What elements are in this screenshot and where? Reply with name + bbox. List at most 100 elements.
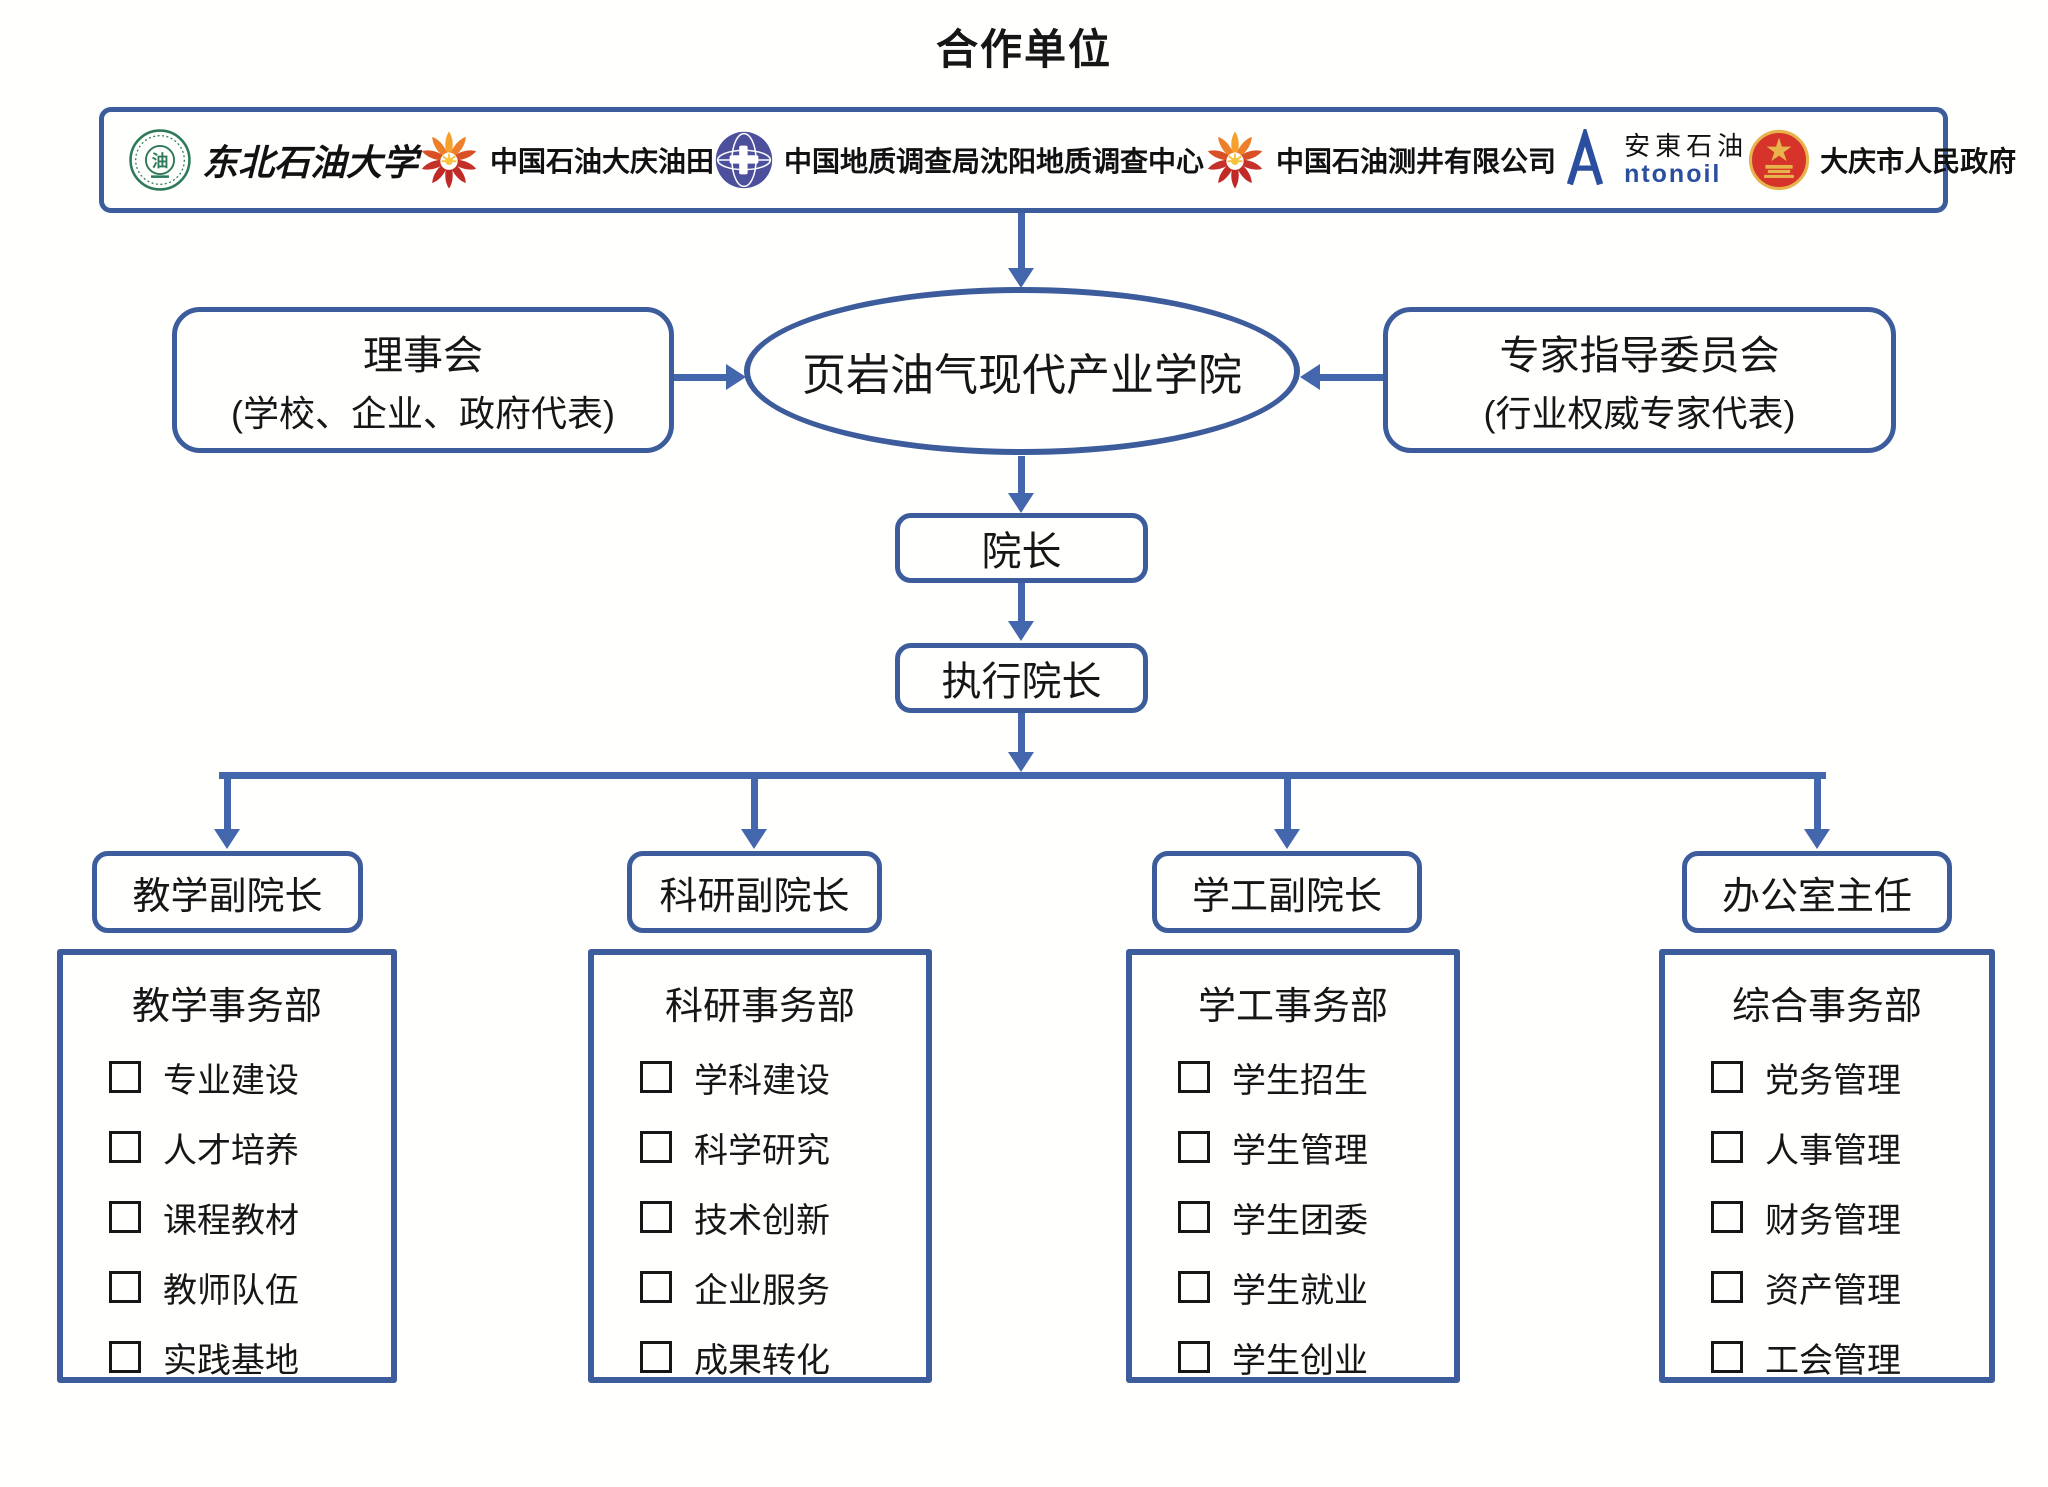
branch-head-student: 学工副院长 xyxy=(1152,851,1422,933)
arrowhead-down-icon xyxy=(1008,752,1034,772)
item-label: 资产管理 xyxy=(1765,1271,1901,1310)
item-label: 企业服务 xyxy=(694,1271,830,1310)
item-label: 学生管理 xyxy=(1232,1131,1368,1170)
cgs-globe-icon xyxy=(715,131,773,189)
executive-dean-label: 执行院长 xyxy=(941,660,1102,704)
list-item: 企业服务 xyxy=(594,1252,926,1322)
dept-title: 学工事务部 xyxy=(1197,986,1388,1028)
connector-executive-bar xyxy=(1018,713,1025,753)
dept-item-list: 学生招生 学生管理 学生团委 学生就业 学生创业 xyxy=(1132,1042,1454,1392)
list-item: 专业建设 xyxy=(63,1042,391,1112)
list-item: 财务管理 xyxy=(1665,1182,1989,1252)
list-item: 资产管理 xyxy=(1665,1252,1989,1322)
list-item: 人才培养 xyxy=(63,1112,391,1182)
checkbox-square-icon xyxy=(109,1201,141,1233)
list-item: 人事管理 xyxy=(1665,1112,1989,1182)
petrochina-icon xyxy=(421,131,477,189)
checkbox-square-icon xyxy=(1711,1341,1743,1373)
checkbox-square-icon xyxy=(640,1131,672,1163)
item-label: 人才培养 xyxy=(163,1131,299,1170)
checkbox-square-icon xyxy=(640,1061,672,1093)
item-label: 课程教材 xyxy=(163,1201,299,1240)
arrowhead-down-icon xyxy=(1008,621,1034,641)
list-item: 学生就业 xyxy=(1132,1252,1454,1322)
arrowhead-down-icon xyxy=(1804,829,1830,849)
list-item: 技术创新 xyxy=(594,1182,926,1252)
partner-name: 安東石油 xyxy=(1624,131,1749,162)
partner-name: 中国石油测井有限公司 xyxy=(1276,146,1557,177)
checkbox-square-icon xyxy=(1178,1271,1210,1303)
branch-head-label: 教学副院长 xyxy=(132,875,323,918)
national-emblem-icon xyxy=(1749,129,1810,191)
nepu-seal-icon: 油 xyxy=(129,129,191,191)
item-label: 工会管理 xyxy=(1765,1341,1901,1380)
antonoil-a-icon xyxy=(1566,129,1604,186)
checkbox-square-icon xyxy=(1711,1271,1743,1303)
branch-bar xyxy=(219,772,1826,779)
council-subtitle: (学校、企业、政府代表) xyxy=(231,393,615,434)
branch-head-label: 办公室主任 xyxy=(1721,875,1912,918)
connector-expert-college xyxy=(1320,374,1383,381)
partner-name: 中国石油大庆油田 xyxy=(490,146,715,177)
item-label: 技术创新 xyxy=(694,1201,830,1240)
item-label: 学生招生 xyxy=(1232,1061,1368,1100)
checkbox-square-icon xyxy=(109,1061,141,1093)
arrowhead-left-icon xyxy=(1300,364,1320,390)
checkbox-square-icon xyxy=(640,1271,672,1303)
checkbox-square-icon xyxy=(1711,1201,1743,1233)
dept-title: 科研事务部 xyxy=(664,986,855,1028)
connector-branch-4 xyxy=(1814,779,1821,830)
list-item: 学科建设 xyxy=(594,1042,926,1112)
list-item: 学生招生 xyxy=(1132,1042,1454,1112)
dean-label: 院长 xyxy=(981,530,1062,574)
connector-branch-2 xyxy=(751,779,758,830)
checkbox-square-icon xyxy=(1178,1201,1210,1233)
partner-name: 大庆市人民政府 xyxy=(1820,146,2017,177)
council-title: 理事会 xyxy=(363,334,483,378)
dept-item-list: 专业建设 人才培养 课程教材 教师队伍 实践基地 xyxy=(63,1042,391,1392)
branch-head-teaching: 教学副院长 xyxy=(92,851,363,933)
arrowhead-down-icon xyxy=(1008,268,1034,288)
list-item: 工会管理 xyxy=(1665,1322,1989,1392)
item-label: 人事管理 xyxy=(1765,1131,1901,1170)
checkbox-square-icon xyxy=(1178,1131,1210,1163)
partner-name: 东北石油大学 xyxy=(202,142,419,184)
expert-committee-box: 专家指导委员会 (行业权威专家代表) xyxy=(1383,307,1896,453)
arrowhead-down-icon xyxy=(1274,829,1300,849)
item-label: 科学研究 xyxy=(694,1131,830,1170)
checkbox-square-icon xyxy=(109,1271,141,1303)
item-label: 学科建设 xyxy=(694,1061,830,1100)
branch-head-label: 学工副院长 xyxy=(1191,875,1382,918)
expert-committee-title: 专家指导委员会 xyxy=(1499,334,1780,378)
dept-general-affairs: 综合事务部 党务管理 人事管理 财务管理 资产管理 工会管理 xyxy=(1659,949,1995,1383)
list-item: 课程教材 xyxy=(63,1182,391,1252)
item-label: 财务管理 xyxy=(1765,1201,1901,1240)
dept-item-list: 党务管理 人事管理 财务管理 资产管理 工会管理 xyxy=(1665,1042,1989,1392)
expert-committee-subtitle: (行业权威专家代表) xyxy=(1483,393,1796,434)
antonoil-wordmark: 安東石油 ntonoil xyxy=(1624,131,1749,186)
petrochina-icon xyxy=(1207,131,1263,189)
dept-teaching-affairs: 教学事务部 专业建设 人才培养 课程教材 教师队伍 实践基地 xyxy=(57,949,397,1383)
item-label: 学生创业 xyxy=(1232,1341,1368,1380)
list-item: 实践基地 xyxy=(63,1322,391,1392)
dept-student-affairs: 学工事务部 学生招生 学生管理 学生团委 学生就业 学生创业 xyxy=(1126,949,1460,1383)
item-label: 实践基地 xyxy=(163,1341,299,1380)
connector-dean-executive xyxy=(1018,583,1025,622)
partner-cnpc-logging: 中国石油测井有限公司 xyxy=(1204,129,1556,191)
partner-banner: 油 东北石油大学 xyxy=(99,107,2016,213)
connector-branch-1 xyxy=(224,779,231,830)
checkbox-square-icon xyxy=(1178,1061,1210,1093)
dept-item-list: 学科建设 科学研究 技术创新 企业服务 成果转化 xyxy=(594,1042,926,1392)
checkbox-square-icon xyxy=(1711,1131,1743,1163)
dept-research-affairs: 科研事务部 学科建设 科学研究 技术创新 企业服务 成果转化 xyxy=(588,949,932,1383)
item-label: 学生就业 xyxy=(1232,1271,1368,1310)
partner-daqing-oilfield: 中国石油大庆油田 xyxy=(418,129,714,191)
branch-head-office: 办公室主任 xyxy=(1682,851,1952,933)
item-label: 学生团委 xyxy=(1232,1201,1368,1240)
list-item: 党务管理 xyxy=(1665,1042,1989,1112)
arrowhead-down-icon xyxy=(741,829,767,849)
arrowhead-down-icon xyxy=(214,829,240,849)
checkbox-square-icon xyxy=(640,1201,672,1233)
checkbox-square-icon xyxy=(640,1341,672,1373)
